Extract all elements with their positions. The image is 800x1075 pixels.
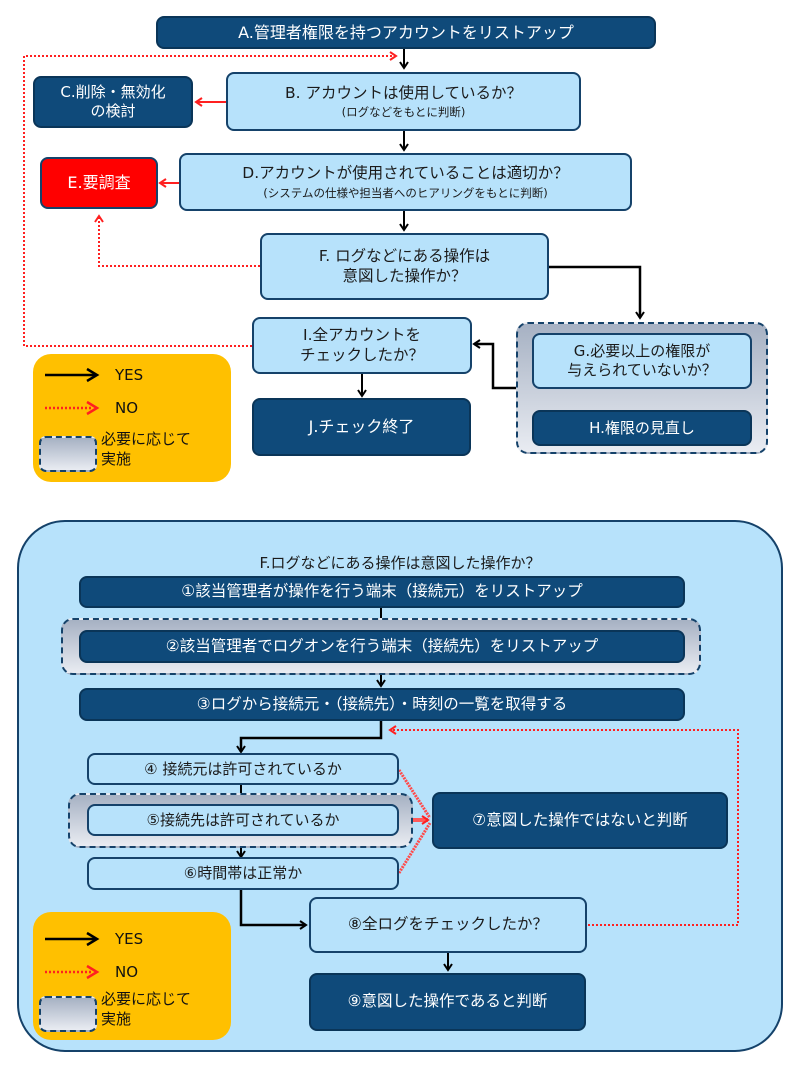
legend-optional: 必要に応じて 実施 — [39, 990, 191, 1032]
arrow-g-to-i — [472, 339, 516, 390]
step4-label: ④ 接続元は許可されているか — [144, 759, 342, 778]
legend-no: NO — [43, 963, 138, 981]
node-h-review-privileges: H.権限の見直し — [532, 410, 752, 446]
step5-destination-allowed: ⑤接続先は許可されているか — [87, 804, 399, 836]
step5-label: ⑤接続先は許可されているか — [146, 810, 340, 829]
legend-yes: YES — [43, 366, 143, 384]
legend-optional-line2: 実施 — [101, 1009, 132, 1028]
step3-label: ③ログから接続元・（接続先）・時刻の一覧を取得する — [196, 694, 568, 713]
node-b-sub: (ログなどをもとに判断) — [341, 105, 466, 119]
node-a-label: A.管理者権限を持つアカウントをリストアップ — [238, 22, 574, 42]
step6-time-normal: ⑥時間帯は正常か — [87, 857, 399, 890]
step1-list-source-terminals: ①該当管理者が操作を行う端末（接続元）をリストアップ — [79, 576, 685, 608]
legend-yes-label: YES — [115, 366, 144, 384]
arrow-f-to-g — [549, 265, 645, 320]
legend-optional-line1: 必要に応じて — [101, 990, 192, 1008]
node-b-label: B. アカウントは使用しているか？ — [284, 83, 523, 102]
node-g-line1: G.必要以上の権限が — [573, 342, 711, 361]
optional-swatch-icon — [39, 436, 97, 472]
step9-intended: ⑨意図した操作であると判断 — [309, 973, 586, 1031]
step2-label: ②該当管理者でログオンを行う端末（接続先）をリストアップ — [165, 636, 599, 655]
step1-label: ①該当管理者が操作を行う端末（接続元）をリストアップ — [181, 582, 583, 601]
node-f-line1: F. ログなどにある操作は — [318, 247, 491, 266]
node-j-check-complete: J.チェック終了 — [252, 398, 471, 456]
node-b-account-in-use: B. アカウントは使用しているか？ (ログなどをもとに判断) — [226, 72, 581, 131]
yes-arrow-icon — [45, 931, 100, 947]
legend-optional-line1: 必要に応じて — [101, 430, 192, 448]
node-i-all-accounts-checked: I.全アカウントを チェックしたか？ — [252, 317, 472, 374]
node-e-label: E.要調査 — [67, 173, 131, 192]
legend-no-label: NO — [115, 399, 139, 417]
node-d-sub: (システムの仕様や担当者へのヒアリングをもとに判断) — [263, 185, 548, 200]
step2-list-destination-terminals: ②該当管理者でログオンを行う端末（接続先）をリストアップ — [79, 630, 685, 663]
legend-top: YES NO 必要に応じて 実施 — [33, 354, 231, 482]
node-i-line2: チェックしたか？ — [299, 345, 424, 364]
legend-optional-line2: 実施 — [101, 449, 132, 468]
legend-yes-label: YES — [115, 930, 144, 948]
step8-label: ⑧全ログをチェックしたか？ — [348, 915, 548, 934]
node-c-line1: C.削除・無効化 — [60, 83, 166, 102]
node-f-intended-operation: F. ログなどにある操作は 意図した操作か？ — [260, 233, 549, 300]
yes-arrow-icon — [45, 367, 100, 383]
legend-no-label: NO — [115, 963, 139, 981]
step3-get-log-list: ③ログから接続元・（接続先）・時刻の一覧を取得する — [79, 688, 685, 721]
no-arrow-icon — [45, 964, 100, 980]
node-d-usage-appropriate: D.アカウントが使用されていることは適切か？ (システムの仕様や担当者へのヒアリ… — [179, 153, 632, 211]
legend-optional: 必要に応じて 実施 — [39, 430, 191, 472]
step4-source-allowed: ④ 接続元は許可されているか — [87, 753, 399, 785]
step7-label: ⑦意図した操作ではないと判断 — [472, 810, 688, 829]
detail-panel-title: F.ログなどにある操作は意図した操作か？ — [259, 554, 541, 572]
step7-not-intended: ⑦意図した操作ではないと判断 — [432, 792, 728, 849]
node-h-label: H.権限の見直し — [589, 418, 695, 437]
step9-label: ⑨意図した操作であると判断 — [347, 992, 548, 1011]
optional-swatch-icon — [39, 996, 97, 1032]
legend-yes: YES — [43, 930, 143, 948]
no-arrow-icon — [45, 400, 100, 416]
node-f-line2: 意図した操作か？ — [342, 266, 467, 285]
node-a-list-admin-accounts: A.管理者権限を持つアカウントをリストアップ — [156, 16, 656, 49]
node-c-consider-delete: C.削除・無効化 の検討 — [33, 76, 193, 128]
step6-label: ⑥時間帯は正常か — [183, 864, 303, 883]
arrow-i-to-a-loop — [23, 51, 398, 347]
node-c-line2: の検討 — [90, 102, 136, 120]
arrow-f-to-e — [94, 214, 260, 267]
step8-all-logs-checked: ⑧全ログをチェックしたか？ — [309, 897, 587, 953]
legend-bottom: YES NO 必要に応じて 実施 — [33, 912, 231, 1040]
node-g-excess-privilege: G.必要以上の権限が 与えられていないか？ — [532, 333, 752, 389]
node-j-label: J.チェック終了 — [308, 417, 415, 436]
node-g-line2: 与えられていないか？ — [567, 361, 717, 379]
legend-no: NO — [43, 399, 138, 417]
node-e-investigate: E.要調査 — [40, 157, 158, 209]
node-d-label: D.アカウントが使用されていることは適切か？ — [242, 164, 569, 183]
node-i-line1: I.全アカウントを — [303, 326, 421, 345]
